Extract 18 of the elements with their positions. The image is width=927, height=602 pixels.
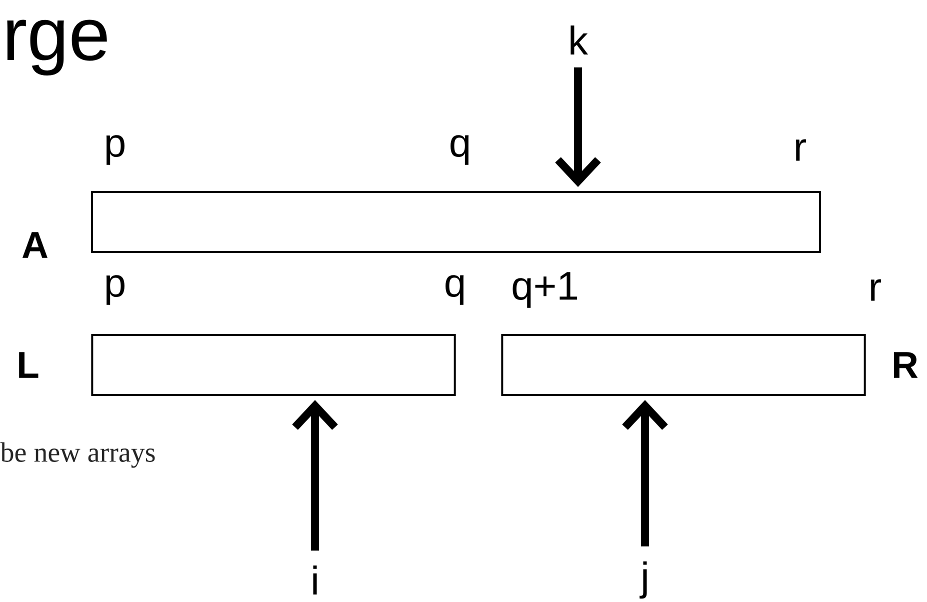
array-name: L bbox=[19, 352, 38, 378]
array-name: R bbox=[894, 352, 918, 378]
arrow bbox=[292, 400, 338, 551]
index-variable: j bbox=[640, 561, 647, 599]
index-variable: i bbox=[313, 566, 317, 594]
arrow bbox=[555, 67, 601, 187]
array-name: A bbox=[22, 232, 48, 258]
arrow bbox=[622, 400, 668, 546]
index-label: q+1 bbox=[512, 272, 577, 308]
array-box bbox=[91, 334, 456, 396]
title: rge bbox=[7, 20, 107, 76]
index-variable: k bbox=[570, 26, 588, 54]
note-text: be new arrays bbox=[0, 442, 155, 468]
index-label: p bbox=[106, 275, 124, 305]
array-box bbox=[91, 191, 821, 253]
index-label: q bbox=[446, 275, 464, 305]
index-label: r bbox=[871, 279, 881, 301]
array-box bbox=[501, 334, 866, 396]
